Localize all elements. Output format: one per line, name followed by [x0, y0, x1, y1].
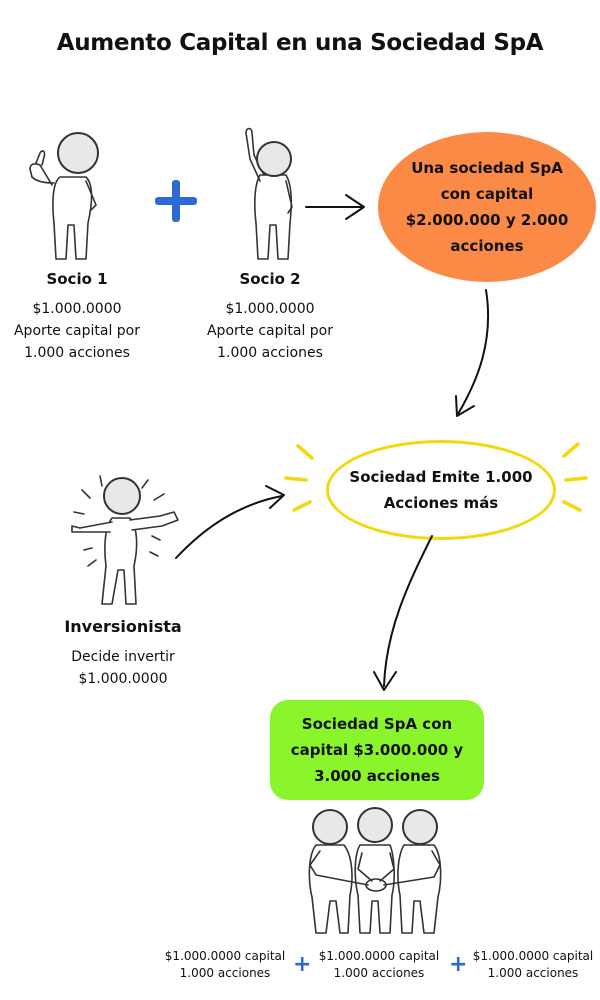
result-line2: capital $3.000.000 y [290, 741, 464, 759]
plus-icon: + [293, 952, 312, 977]
team-hands-together-icon [308, 807, 442, 934]
bottom-caption-1-line1: $1.000.0000 capital [164, 949, 286, 963]
socio2-amount: $1.000.0000 [225, 301, 315, 317]
arrow-icon [175, 485, 285, 559]
result-line3: 3.000 acciones [314, 767, 440, 785]
result-box: Sociedad SpA con capital $3.000.000 y 3.… [270, 700, 484, 800]
emission-line2: Acciones más [383, 494, 499, 512]
page-title: Aumento Capital en una Sociedad SpA [56, 30, 544, 56]
socio2-caption: Socio 2 $1.000.0000 Aporte capital por 1… [195, 268, 345, 364]
result-line1: Sociedad SpA con [301, 715, 453, 733]
excited-person-icon [71, 475, 179, 605]
emission-line1: Sociedad Emite 1.000 [349, 468, 533, 486]
bottom-caption-3: $1.000.0000 capital 1.000 acciones [466, 948, 600, 982]
socio2-line1: Aporte capital por [206, 323, 333, 339]
investor-name: Inversionista [64, 617, 182, 636]
plus-icon: + [449, 952, 468, 977]
bottom-caption-2-line2: 1.000 acciones [333, 966, 425, 980]
plus-icon [155, 180, 197, 222]
investor-line1: Decide invertir [71, 649, 175, 665]
bottom-caption-1-line2: 1.000 acciones [179, 966, 271, 980]
socio1-amount: $1.000.0000 [32, 301, 122, 317]
initial-line3: $2.000.000 y 2.000 [405, 211, 569, 229]
initial-line2: con capital [440, 185, 534, 203]
socio1-line1: Aporte capital por [13, 323, 140, 339]
socio1-name: Socio 1 [46, 270, 108, 288]
socio1-caption: Socio 1 $1.000.0000 Aporte capital por 1… [2, 268, 152, 364]
initial-line4: acciones [450, 237, 524, 255]
arrow-icon [455, 289, 490, 417]
initial-capital-bubble: Una sociedad SpA con capital $2.000.000 … [378, 132, 596, 282]
investor-line2: $1.000.0000 [78, 671, 168, 687]
socio2-name: Socio 2 [239, 270, 301, 288]
socio2-line2: 1.000 acciones [217, 345, 323, 361]
raised-hand-person-icon [245, 127, 293, 260]
initial-line1: Una sociedad SpA [411, 159, 563, 177]
socio1-line2: 1.000 acciones [24, 345, 130, 361]
investor-caption: Inversionista Decide invertir $1.000.000… [48, 616, 198, 690]
bottom-caption-3-line1: $1.000.0000 capital [472, 949, 594, 963]
arrow-icon [373, 535, 433, 691]
bottom-caption-2-line1: $1.000.0000 capital [318, 949, 440, 963]
emission-ellipse: Sociedad Emite 1.000 Acciones más [326, 440, 556, 540]
thumbs-up-person-icon [29, 132, 99, 260]
bottom-caption-3-line2: 1.000 acciones [487, 966, 579, 980]
arrow-icon [305, 194, 365, 220]
bottom-caption-2: $1.000.0000 capital 1.000 acciones [312, 948, 446, 982]
bottom-caption-1: $1.000.0000 capital 1.000 acciones [158, 948, 292, 982]
